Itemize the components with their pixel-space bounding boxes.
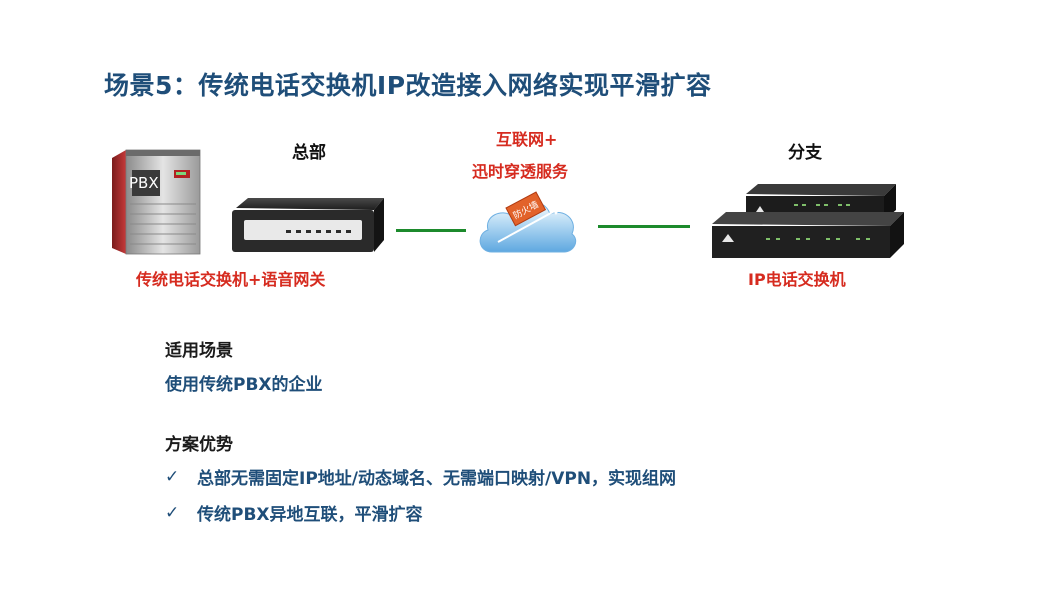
service-label: 迅时穿透服务 [472,162,569,181]
hq-caption: 传统电话交换机+语音网关 [136,270,326,289]
voice-gateway-icon [232,198,384,252]
branch-label: 分支 [788,143,822,163]
advantage-item: ✓ 传统PBX异地互联，平滑扩容 [165,500,423,526]
check-icon: ✓ [165,466,180,487]
advantage-item: ✓ 总部无需固定IP地址/动态域名、无需端口映射/VPN，实现组网 [165,464,677,490]
branch-caption: IP电话交换机 [748,270,846,289]
ip-pbx-icon [712,184,904,258]
check-icon: ✓ [165,502,180,523]
advantage-text: 总部无需固定IP地址/动态域名、无需端口映射/VPN，实现组网 [197,469,677,489]
slide-title: 场景5：传统电话交换机IP改造接入网络实现平滑扩容 [104,71,712,100]
branch-link-line [598,225,690,228]
scenario-heading: 适用场景 [165,341,233,361]
internet-label: 互联网+ [496,130,558,149]
hq-label: 总部 [292,143,326,163]
pbx-text: PBX [129,174,159,192]
advantages-heading: 方案优势 [165,435,233,455]
advantage-text: 传统PBX异地互联，平滑扩容 [197,505,423,525]
pbx-tower-icon: PBX [112,149,201,255]
hq-link-line [396,229,466,232]
scenario-text: 使用传统PBX的企业 [165,375,323,395]
cloud-firewall-icon: 防火墙 [479,191,577,253]
